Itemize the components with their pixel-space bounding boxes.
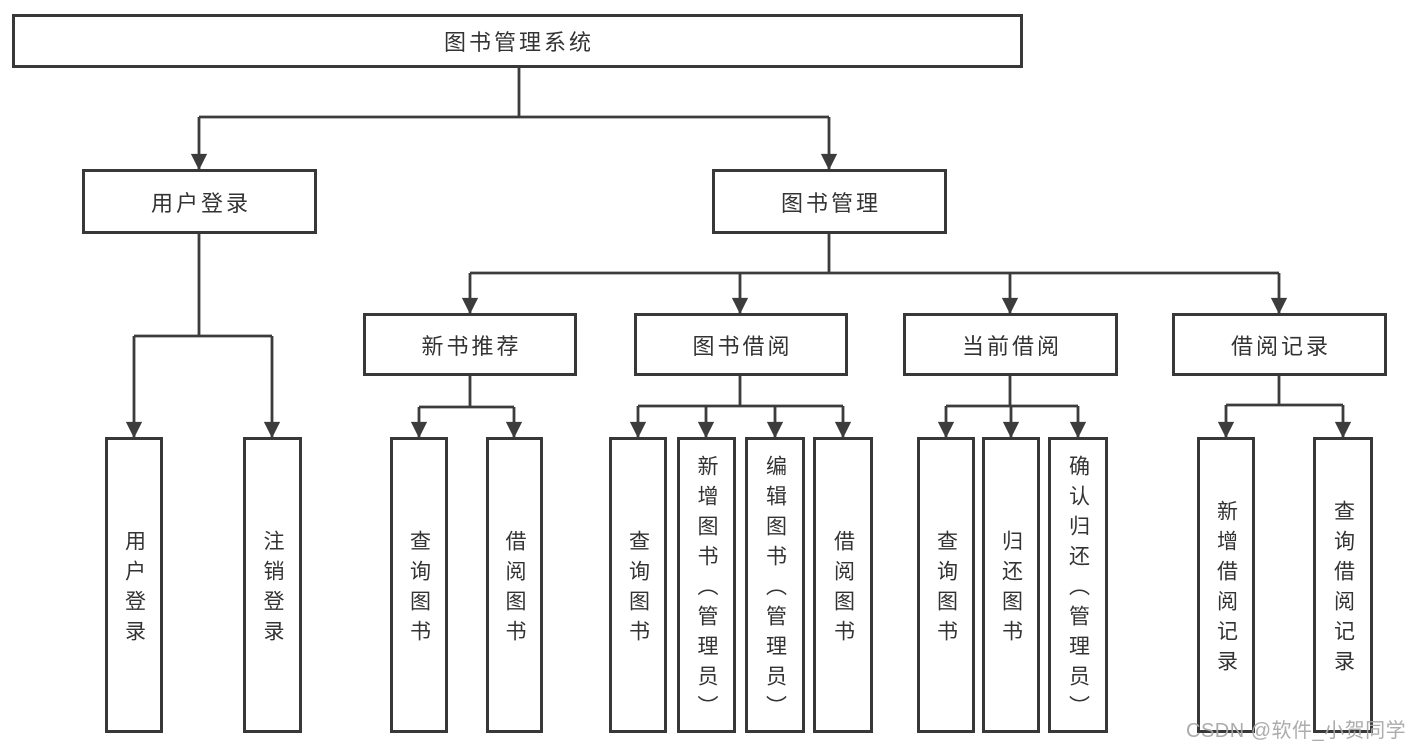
csdn-watermark: CSDN @软件_小贺同学 bbox=[1186, 720, 1405, 742]
leaf-current-query-book: 查询图书 bbox=[917, 437, 975, 733]
node-new-book-rec: 新书推荐 bbox=[363, 313, 577, 376]
leaf-record-query: 查询借阅记录 bbox=[1313, 437, 1373, 733]
leaf-newrec-query-book: 查询图书 bbox=[390, 437, 448, 733]
node-root-system: 图书管理系统 bbox=[12, 14, 1023, 68]
connector-borrow-split bbox=[638, 376, 843, 408]
leaf-newrec-borrow-book: 借阅图书 bbox=[486, 437, 543, 733]
leaf-user-login: 用户登录 bbox=[105, 437, 163, 733]
connector-current-split bbox=[946, 376, 1078, 408]
leaf-user-login-label: 用户登录 bbox=[122, 529, 146, 650]
node-user-login: 用户登录 bbox=[82, 169, 317, 234]
leaf-borrow-query-book: 查询图书 bbox=[609, 437, 667, 733]
connector-record-split bbox=[1226, 376, 1343, 407]
leaf-borrow-edit-book-admin-label: 编辑图书（管理员） bbox=[763, 454, 787, 725]
leaf-current-return-book: 归还图书 bbox=[982, 437, 1040, 733]
node-book-borrow: 图书借阅 bbox=[634, 313, 848, 376]
node-book-mgmt: 图书管理 bbox=[712, 169, 947, 234]
leaf-record-query-label: 查询借阅记录 bbox=[1331, 499, 1355, 680]
leaf-newrec-borrow-book-label: 借阅图书 bbox=[503, 529, 526, 650]
connector-mgmt-split bbox=[470, 234, 1279, 275]
leaf-borrow-add-book-admin: 新增图书（管理员） bbox=[677, 437, 736, 733]
node-current-borrow: 当前借阅 bbox=[903, 313, 1118, 376]
leaf-current-confirm-return-admin-label: 确认归还（管理员） bbox=[1066, 454, 1090, 725]
leaf-borrow-borrow-book: 借阅图书 bbox=[813, 437, 873, 733]
leaf-current-confirm-return-admin: 确认归还（管理员） bbox=[1048, 437, 1108, 733]
leaf-current-return-book-label: 归还图书 bbox=[999, 529, 1023, 650]
node-borrow-record: 借阅记录 bbox=[1172, 313, 1387, 376]
leaf-borrow-edit-book-admin: 编辑图书（管理员） bbox=[745, 437, 805, 733]
leaf-newrec-query-book-label: 查询图书 bbox=[407, 529, 431, 650]
leaf-borrow-add-book-admin-label: 新增图书（管理员） bbox=[695, 454, 718, 725]
connector-root-split bbox=[199, 68, 829, 119]
connector-newrec-split bbox=[419, 376, 514, 409]
connector-login-split bbox=[134, 234, 272, 338]
leaf-logout: 注销登录 bbox=[243, 437, 302, 733]
leaf-borrow-query-book-label: 查询图书 bbox=[626, 529, 650, 650]
leaf-record-add: 新增借阅记录 bbox=[1197, 437, 1255, 733]
leaf-record-add-label: 新增借阅记录 bbox=[1214, 499, 1238, 680]
leaf-logout-label: 注销登录 bbox=[261, 529, 284, 650]
leaf-borrow-borrow-book-label: 借阅图书 bbox=[831, 529, 855, 650]
leaf-current-query-book-label: 查询图书 bbox=[934, 529, 958, 650]
